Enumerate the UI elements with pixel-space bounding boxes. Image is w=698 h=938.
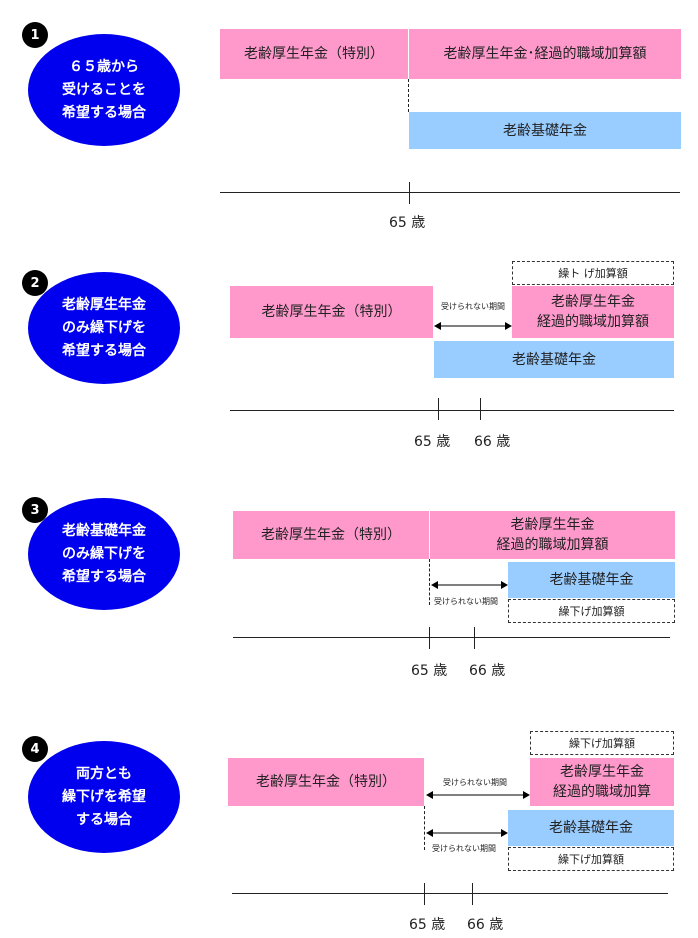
case-oval-2: 老齢厚生年金 のみ繰下げを 希望する場合 — [28, 272, 180, 384]
age65-tick — [438, 398, 439, 420]
case-oval-3: 老齢基礎年金 のみ繰下げを 希望する場合 — [28, 498, 180, 610]
case-oval-line: 両方とも — [76, 765, 132, 782]
old-age-pension-label: 老齢厚生年金 — [551, 294, 635, 310]
age66-label: 66 歳 — [467, 917, 504, 933]
case-oval-line: 繰下げを希望 — [62, 788, 146, 805]
case-oval-line: 希望する場合 — [62, 104, 146, 121]
case-oval-line: する場合 — [76, 811, 132, 828]
age65-tick — [424, 883, 425, 905]
transitional-addition-label: 経過的職域加算額 — [537, 314, 649, 330]
gap-label: 受けられない期間 — [441, 302, 505, 311]
age66-label: 66 歳 — [469, 663, 506, 679]
age66-tick — [480, 398, 481, 420]
old-age-pension-bar: 老齢厚生年金 経過的職域加算額 — [512, 286, 674, 338]
gap-arrow — [431, 581, 508, 589]
gap-arrow-top — [426, 791, 530, 799]
age65-label: 65 歳 — [389, 215, 426, 231]
case-oval-line: 希望する場合 — [62, 342, 146, 359]
special-pension-bar: 老齢厚生年金（特別） — [230, 286, 433, 338]
basic-pension-bar: 老齢基礎年金 — [508, 562, 675, 598]
basic-pension-bar: 老齢基礎年金 — [409, 112, 681, 149]
step-number-2: 2 — [22, 270, 48, 296]
age65-tick — [409, 182, 410, 204]
gap-arrow-bottom — [426, 829, 508, 837]
age65-label: 65 歳 — [411, 663, 448, 679]
old-age-pension-label: 老齢厚生年金 — [510, 517, 595, 533]
age65-label: 65 歳 — [414, 434, 451, 450]
step-number-4: 4 — [22, 736, 48, 762]
case-oval-line: ６５歳から — [69, 58, 139, 75]
step-number-1: 1 — [22, 22, 48, 48]
transitional-addition-label: 経過的職域加算額 — [496, 537, 609, 553]
gap-label-top: 受けられない期間 — [443, 778, 507, 787]
special-pension-bar: 老齢厚生年金（特別） — [228, 758, 424, 806]
case-oval-line: のみ繰下げを — [62, 319, 146, 336]
case-oval-4: 両方とも 繰下げを希望 する場合 — [28, 741, 180, 853]
case-oval-line: 受けることを — [62, 81, 146, 98]
age65-label: 65 歳 — [409, 917, 446, 933]
deferral-addition-box: 繰ト げ加算額 — [512, 261, 674, 285]
age66-tick — [474, 627, 475, 649]
case-oval-line: のみ繰下げを — [62, 545, 146, 562]
old-age-pension-bar: 老齢厚生年金 経過的職域加算 — [530, 758, 674, 806]
age66-tick — [472, 883, 473, 905]
basic-pension-bar: 老齢基礎年金 — [508, 810, 674, 846]
basic-pension-bar: 老齢基礎年金 — [434, 341, 674, 378]
timeline-axis — [220, 192, 680, 193]
deferral-addition-box-top: 繰下げ加算額 — [530, 731, 674, 755]
case-oval-line: 老齢基礎年金 — [62, 522, 146, 539]
age65-divider — [429, 559, 430, 605]
old-age-pension-bar: 老齢厚生年金･経過的職域加算額 — [409, 29, 681, 79]
gap-arrow — [434, 322, 512, 330]
age65-tick — [429, 627, 430, 649]
age65-divider — [408, 79, 409, 112]
gap-label: 受けられない期間 — [434, 597, 498, 606]
old-age-pension-bar: 老齢厚生年金 経過的職域加算額 — [430, 511, 675, 559]
case-oval-line: 老齢厚生年金 — [62, 296, 146, 313]
timeline-axis — [232, 893, 668, 894]
case-oval-line: 希望する場合 — [62, 568, 146, 585]
special-pension-bar: 老齢厚生年金（特別） — [220, 29, 408, 79]
case-oval-1: ６５歳から 受けることを 希望する場合 — [28, 34, 180, 146]
gap-label-bottom: 受けられない期間 — [432, 844, 496, 853]
timeline-axis — [233, 637, 670, 638]
deferral-addition-box-bottom: 繰下げ加算額 — [508, 847, 674, 871]
timeline-axis — [230, 410, 674, 411]
old-age-pension-label: 老齢厚生年金 — [560, 764, 644, 780]
transitional-addition-label: 経過的職域加算 — [553, 784, 651, 800]
age65-divider — [424, 806, 425, 850]
deferral-addition-box: 繰下げ加算額 — [508, 599, 675, 623]
age66-label: 66 歳 — [474, 434, 511, 450]
special-pension-bar: 老齢厚生年金（特別） — [233, 511, 429, 559]
